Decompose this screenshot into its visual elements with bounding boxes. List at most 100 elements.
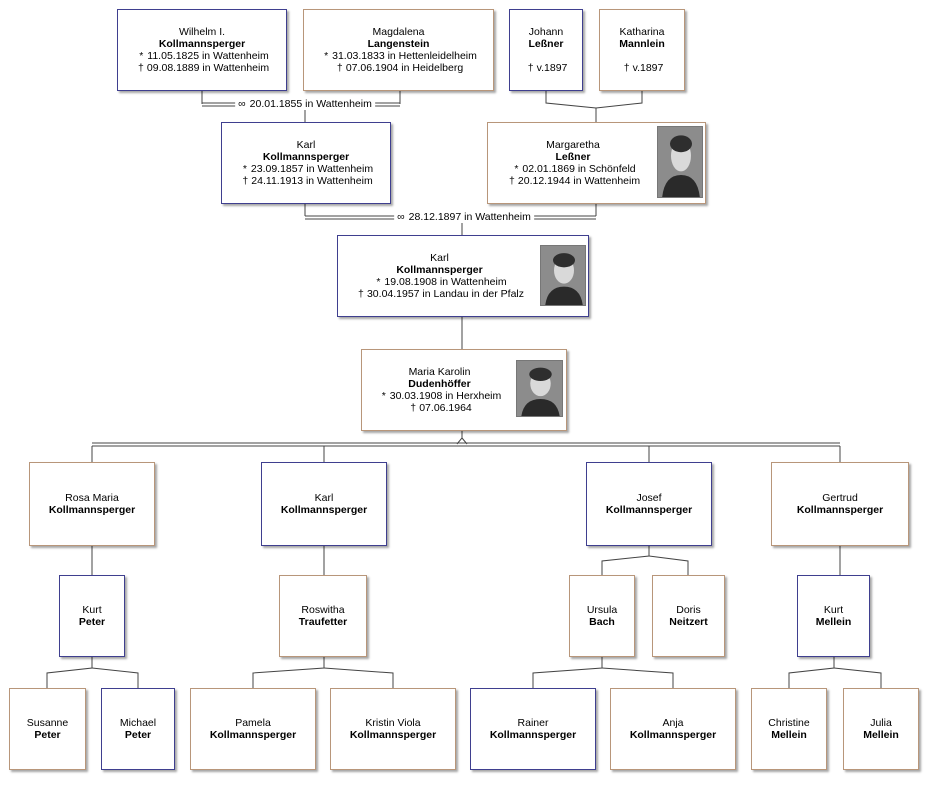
first-name: Karl — [430, 252, 449, 264]
death-icon: † — [336, 62, 343, 74]
last-name: Mellein — [863, 729, 899, 741]
first-name: Johann — [528, 26, 564, 38]
birth-line: *31.03.1833 in Hettenleidelheim — [320, 50, 477, 62]
event-text: v.1897 — [632, 62, 664, 74]
line-to-susanne — [46, 657, 93, 688]
first-name: Christine — [768, 717, 810, 729]
death-line: †24.11.1913 in Wattenheim — [239, 175, 372, 187]
last-name: Kollmannsperger — [262, 151, 350, 163]
first-name: Josef — [636, 492, 662, 504]
marriage-label-karl-margaretha: ∞28.12.1897 in Wattenheim — [394, 211, 534, 223]
death-icon: † — [410, 402, 417, 414]
line-to-anja — [601, 667, 674, 688]
first-name: Kurt — [823, 604, 844, 616]
line-maria-down — [456, 431, 463, 445]
first-name: Anja — [662, 717, 684, 729]
last-name: Dudenhöffer — [408, 378, 471, 390]
last-name: Kollmannsperger — [796, 504, 884, 516]
death-icon: † — [527, 62, 534, 74]
birth-line: *19.08.1908 in Wattenheim — [372, 276, 506, 288]
birth-line: *23.09.1857 in Wattenheim — [239, 163, 373, 175]
last-name: Kollmannsperger — [396, 264, 483, 276]
line-johann-down — [545, 91, 597, 109]
last-name: Kollmannsperger — [158, 38, 246, 50]
line-to-julia — [833, 667, 882, 688]
line-to-kristin — [323, 667, 394, 688]
death-icon: † — [137, 62, 144, 74]
birth-icon: * — [376, 276, 381, 288]
first-name: Gertrud — [822, 492, 858, 504]
person-box-wilhelm[interactable]: Wilhelm I.Kollmannsperger *11.05.1825 in … — [117, 9, 287, 91]
line-josef-doris — [648, 555, 689, 575]
event-text: 09.08.1889 in Wattenheim — [146, 62, 270, 74]
birth-line: *02.01.1869 in Schönfeld — [510, 163, 635, 175]
death-line: †09.08.1889 in Wattenheim — [135, 62, 269, 74]
last-name: Peter — [78, 616, 106, 628]
marriage-icon: ∞ — [397, 211, 405, 223]
last-name: Traufetter — [298, 616, 348, 628]
event-text: 11.05.1825 in Wattenheim — [147, 50, 269, 62]
portrait-photo — [540, 245, 586, 306]
last-name: Kollmannsperger — [209, 729, 297, 741]
birth-line: *30.03.1908 in Herxheim — [378, 390, 502, 402]
first-name: Kristin Viola — [365, 717, 421, 729]
marriage-label-wilhelm-magdalena: ∞20.01.1855 in Wattenheim — [235, 98, 375, 110]
first-name: Karl — [314, 492, 334, 504]
death-line: †30.04.1957 in Landau in der Pfalz — [355, 288, 524, 300]
birth-icon: * — [514, 163, 519, 175]
birth-icon: * — [139, 50, 144, 62]
first-name: Michael — [119, 717, 157, 729]
death-icon: † — [623, 62, 630, 74]
first-name: Wilhelm I. — [178, 26, 226, 38]
last-name: Langenstein — [367, 38, 430, 50]
event-text: 30.04.1957 in Landau in der Pfalz — [366, 288, 525, 300]
birth-icon: * — [242, 163, 247, 175]
first-name: Doris — [676, 604, 701, 616]
death-line: †v.1897 — [621, 62, 664, 74]
last-name: Peter — [34, 729, 61, 741]
first-name: Magdalena — [372, 26, 425, 38]
